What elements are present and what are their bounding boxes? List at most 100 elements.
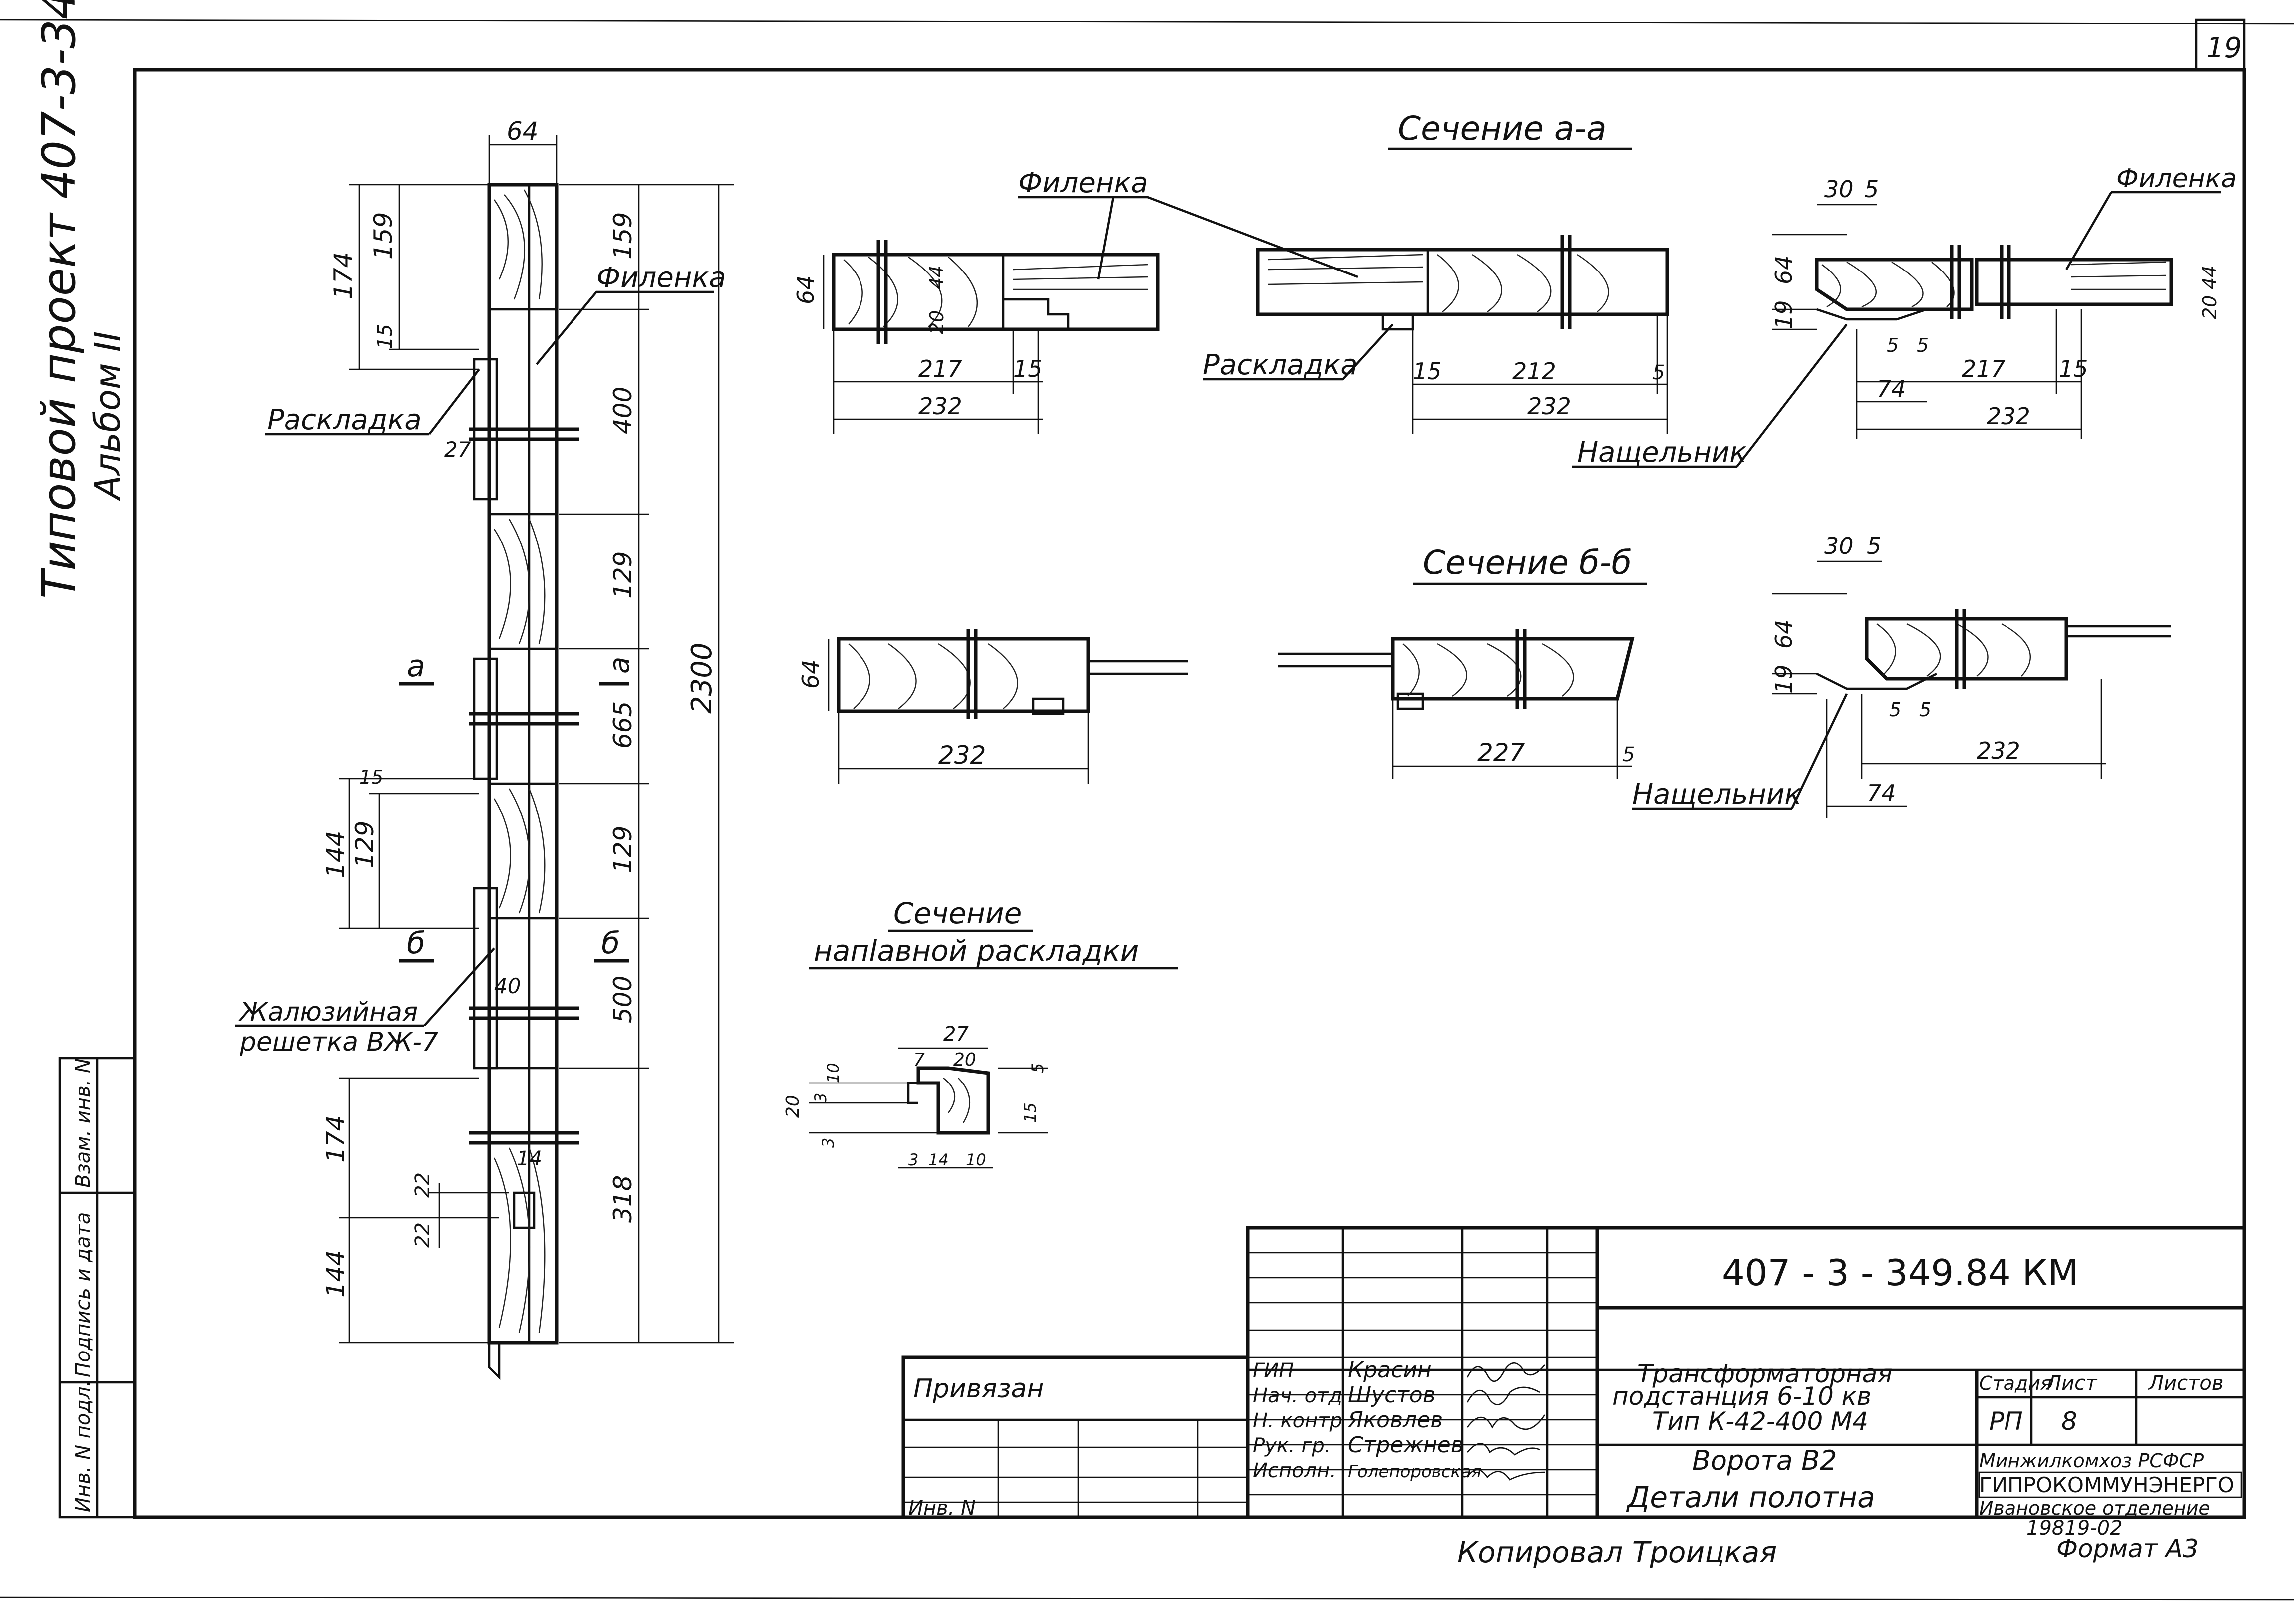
dim-top-width: 64 [507, 117, 539, 146]
tb-project-2: подстанция 6-10 кв [1612, 1382, 1871, 1411]
ov-b2: 14 [928, 1150, 949, 1169]
aa-left-total: 232 [918, 393, 962, 420]
label-grille-1: Жалюзийная [238, 997, 418, 1027]
side-title: Типовой проект 407-3-349.84 [32, 0, 86, 599]
signature-1 [1466, 1386, 1540, 1405]
stamp-inv-podl: Инв. N подл. [72, 1380, 95, 1512]
bb-left-total: 232 [938, 741, 986, 770]
dim-right-4: 129 [608, 826, 637, 873]
dim-left-bot-2: 22 [411, 1172, 434, 1198]
aa-mid-w2: 212 [1512, 358, 1556, 385]
dim-total-height: 2300 [686, 642, 718, 714]
tb-project-3: Тип К-42-400 М4 [1652, 1407, 1868, 1436]
tb-sheet-title-1: Ворота В2 [1692, 1445, 1837, 1476]
dim-right-2: 129 [608, 551, 637, 599]
tb-role-0: ГИП [1253, 1359, 1294, 1382]
dim-left-top-1: 159 [369, 212, 398, 260]
tb-privyazan: Привязан [913, 1374, 1044, 1404]
stamp-signature-date: Подпись и дата [72, 1212, 95, 1377]
label-raskladka: Раскладка [267, 404, 422, 436]
aa-right-s2: 5 [1917, 334, 1929, 356]
dim-right-1: 400 [608, 387, 637, 434]
tb-name-0: Красин [1348, 1357, 1432, 1383]
dim-left-mid-1: 129 [350, 821, 379, 868]
ov-right1: 15 [1021, 1102, 1040, 1123]
aa-right-w2: 217 [1962, 355, 2006, 382]
cut-mark-b-right: б [601, 926, 620, 961]
dim-left-bot-3: 22 [411, 1222, 434, 1248]
label-filenka: Филенка [596, 262, 726, 294]
tb-sheet-title-2: Детали полотна [1626, 1480, 1875, 1514]
tb-name-2: Яковлев [1347, 1407, 1443, 1433]
tb-stage: РП [1989, 1407, 2023, 1436]
bb-right-top1: 30 [1824, 533, 1854, 559]
cut-mark-a-right: а [603, 657, 636, 674]
aa-right-s1: 5 [1887, 334, 1899, 356]
aa-label-filenka-right: Филенка [2116, 164, 2237, 194]
bb-right-s1: 5 [1889, 699, 1901, 721]
ov-t1: 7 [913, 1050, 925, 1070]
tb-org-3: Ивановское отделение [1979, 1497, 2210, 1519]
ov-top: 27 [943, 1023, 969, 1046]
top-edge-line [0, 19, 2294, 25]
dim-right-0: 159 [608, 212, 637, 260]
tb-sheet-head: Лист [2045, 1372, 2098, 1395]
ov-left4: 10 [824, 1063, 843, 1083]
aa-left-w2: 15 [1013, 355, 1043, 382]
tb-role-4: Исполн. [1253, 1459, 1336, 1482]
aa-right-total: 232 [1987, 403, 2030, 430]
ov-t2: 20 [953, 1050, 976, 1070]
section-bb-title: Сечение б-б [1423, 543, 1632, 582]
aa-left-b: 20 [926, 310, 948, 334]
signature-2 [1466, 1414, 1546, 1430]
tb-stage-head: Стадия [1979, 1372, 2052, 1394]
elevation-view: 64 159 400 129 665 129 500 318 2300 174 … [235, 117, 734, 1380]
aa-label-filenka: Филенка [1018, 167, 1148, 199]
side-album: Альбом II [87, 331, 128, 501]
aa-left-h: 64 [792, 275, 819, 304]
aa-mid-w3: 5 [1652, 361, 1665, 384]
dim-left-bot-0: 174 [321, 1115, 350, 1163]
format-label: Формат А3 [2056, 1534, 2199, 1563]
page-number-box [2195, 18, 2246, 71]
bb-right-total: 232 [1977, 737, 2020, 764]
dim-left-top-0: 174 [329, 252, 358, 299]
aa-mid-total: 232 [1527, 393, 1571, 420]
tb-sheets-head: Листов [2148, 1372, 2223, 1395]
dim-left-mid-2: 15 [359, 766, 383, 788]
ov-left2: 3 [811, 1093, 830, 1103]
cut-mark-b-left: б [407, 926, 425, 961]
tb-role-3: Рук. гр. [1253, 1434, 1331, 1457]
tb-org-2: ГИПРОКОММУНЭНЕРГО [1979, 1473, 2234, 1497]
signature-0 [1466, 1362, 1545, 1382]
section-overlay: Сечение напlавной раскладки 27 7 20 20 3… [783, 896, 1178, 1169]
bb-mid-w1: 227 [1477, 738, 1525, 767]
tb-project-1: Трансформаторная [1637, 1359, 1892, 1388]
aa-right-b: 20 [2199, 295, 2221, 319]
tb-org-1: Минжилкомхоз РСФСР [1979, 1450, 2204, 1472]
signature-4 [1466, 1469, 1545, 1481]
stamp-vzam-inv: Взам. инв. N [72, 1058, 95, 1188]
aa-mid-w1: 15 [1413, 358, 1442, 385]
dim-small-1: 40 [494, 974, 521, 998]
aa-right-w3: 15 [2059, 355, 2088, 382]
tb-code: 407 - 3 - 349.84 КМ [1722, 1252, 2079, 1294]
bb-right-w1: 74 [1867, 780, 1896, 807]
ov-left3: 3 [819, 1138, 838, 1148]
aa-right-w1: 74 [1877, 375, 1906, 402]
left-stamp: Инв. N подл. Подпись и дата Взам. инв. N [58, 1057, 136, 1519]
dim-right-3: 665 [608, 701, 637, 749]
section-bb: Сечение б-б 64 232 227 5 [797, 533, 2171, 818]
dim-left-bot-1: 144 [321, 1250, 350, 1298]
tb-archive: 19819-02 [2026, 1517, 2123, 1540]
aa-right-h1: 64 [1770, 255, 1797, 284]
aa-label-raskladka: Раскладка [1203, 349, 1358, 381]
bottom-edge-line [0, 1596, 2294, 1601]
dim-right-5: 500 [608, 976, 637, 1023]
label-grille-2: решетка ВЖ-7 [239, 1027, 438, 1057]
aa-left-w1: 217 [918, 355, 962, 382]
aa-right-a: 44 [2199, 266, 2221, 289]
ov-b3: 10 [966, 1150, 986, 1169]
aa-left-a: 44 [926, 266, 948, 289]
